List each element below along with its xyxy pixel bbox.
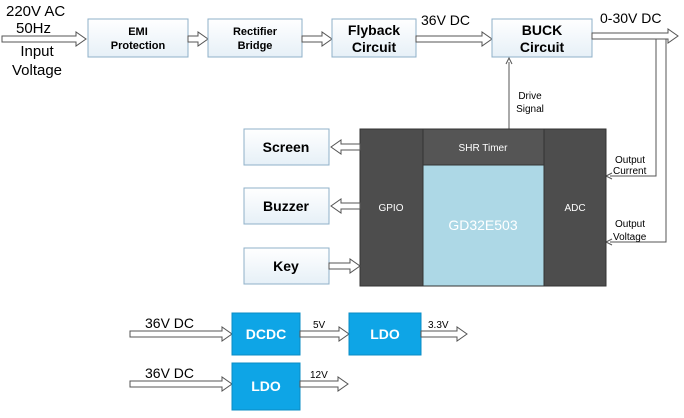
rail2-input-label: 36V DC <box>145 365 194 381</box>
rail1-output-label: 3.3V <box>428 320 449 331</box>
input-label-line2: Voltage <box>12 62 62 79</box>
rail1-output-arrow <box>420 326 468 342</box>
ldo-12v-label: LDO <box>251 378 281 394</box>
flyback-block-line1: Flyback <box>348 22 400 38</box>
key-block: Key <box>243 247 330 285</box>
dcdc-block: DCDC <box>231 312 301 356</box>
arrow-dcdc-to-ldo <box>299 326 350 342</box>
flyback-output-label: 36V DC <box>421 12 470 28</box>
rail1-input-label: 36V DC <box>145 315 194 331</box>
rectifier-block-line2: Bridge <box>238 40 273 52</box>
output-current-label-line1: Output <box>615 155 645 166</box>
output-voltage-label-line2: Voltage <box>613 232 647 243</box>
ldo-3v3-label: LDO <box>370 326 400 342</box>
emi-block-line1: EMI <box>128 26 148 38</box>
rail2-input-arrow <box>129 376 233 392</box>
arrow-flyback-to-buck <box>415 31 493 47</box>
buck-circuit-block: BUCK Circuit <box>491 18 593 58</box>
key-label: Key <box>273 258 299 274</box>
rectifier-bridge-block: Rectifier Bridge <box>207 18 303 58</box>
arrow-gpio-to-buzzer <box>330 198 361 214</box>
output-current-label-line2: Current <box>613 166 647 177</box>
ldo-block-12v: LDO <box>231 362 301 411</box>
rail2-output-label: 12V <box>310 370 328 381</box>
drive-signal-label-line2: Signal <box>516 104 544 115</box>
input-frequency-label: 50Hz <box>16 20 51 37</box>
mcu-name-label: GD32E503 <box>448 217 517 233</box>
drive-signal-label-line1: Drive <box>518 91 542 102</box>
ldo-block-3v3: LDO <box>348 312 422 356</box>
buzzer-block: Buzzer <box>243 187 330 225</box>
buck-block-line1: BUCK <box>522 22 562 38</box>
arrow-emi-to-rectifier <box>187 31 209 47</box>
arrow-rectifier-to-flyback <box>301 31 333 47</box>
screen-label: Screen <box>263 139 310 155</box>
output-voltage-feedback-line <box>604 39 667 246</box>
drive-signal-line <box>505 56 513 129</box>
flyback-block-line2: Circuit <box>352 39 397 55</box>
rectifier-block-line1: Rectifier <box>233 26 278 38</box>
emi-block-line2: Protection <box>111 40 166 52</box>
buzzer-label: Buzzer <box>263 198 309 214</box>
rail1-input-arrow <box>129 326 233 342</box>
adc-label: ADC <box>564 203 585 214</box>
dcdc-label: DCDC <box>246 326 286 342</box>
mcu-block: SHR Timer GD32E503 GPIO ADC <box>359 128 607 287</box>
output-voltage-label-line1: Output <box>615 219 645 230</box>
input-label-line1: Input <box>20 43 54 60</box>
rail1-mid-label: 5V <box>313 320 326 331</box>
shr-timer-label: SHR Timer <box>459 143 509 154</box>
emi-protection-block: EMI Protection <box>87 18 189 58</box>
buck-output-label: 0-30V DC <box>600 10 661 26</box>
input-arrow <box>1 31 87 47</box>
gpio-label: GPIO <box>378 203 403 214</box>
arrow-gpio-to-screen <box>330 139 361 155</box>
arrow-key-to-gpio <box>328 258 361 274</box>
buck-output-arrow <box>591 28 679 44</box>
input-voltage-label: 220V AC <box>6 3 65 20</box>
screen-block: Screen <box>243 128 330 166</box>
buck-block-line2: Circuit <box>520 39 565 55</box>
flyback-circuit-block: Flyback Circuit <box>331 18 417 58</box>
rail2-output-arrow <box>299 376 349 392</box>
